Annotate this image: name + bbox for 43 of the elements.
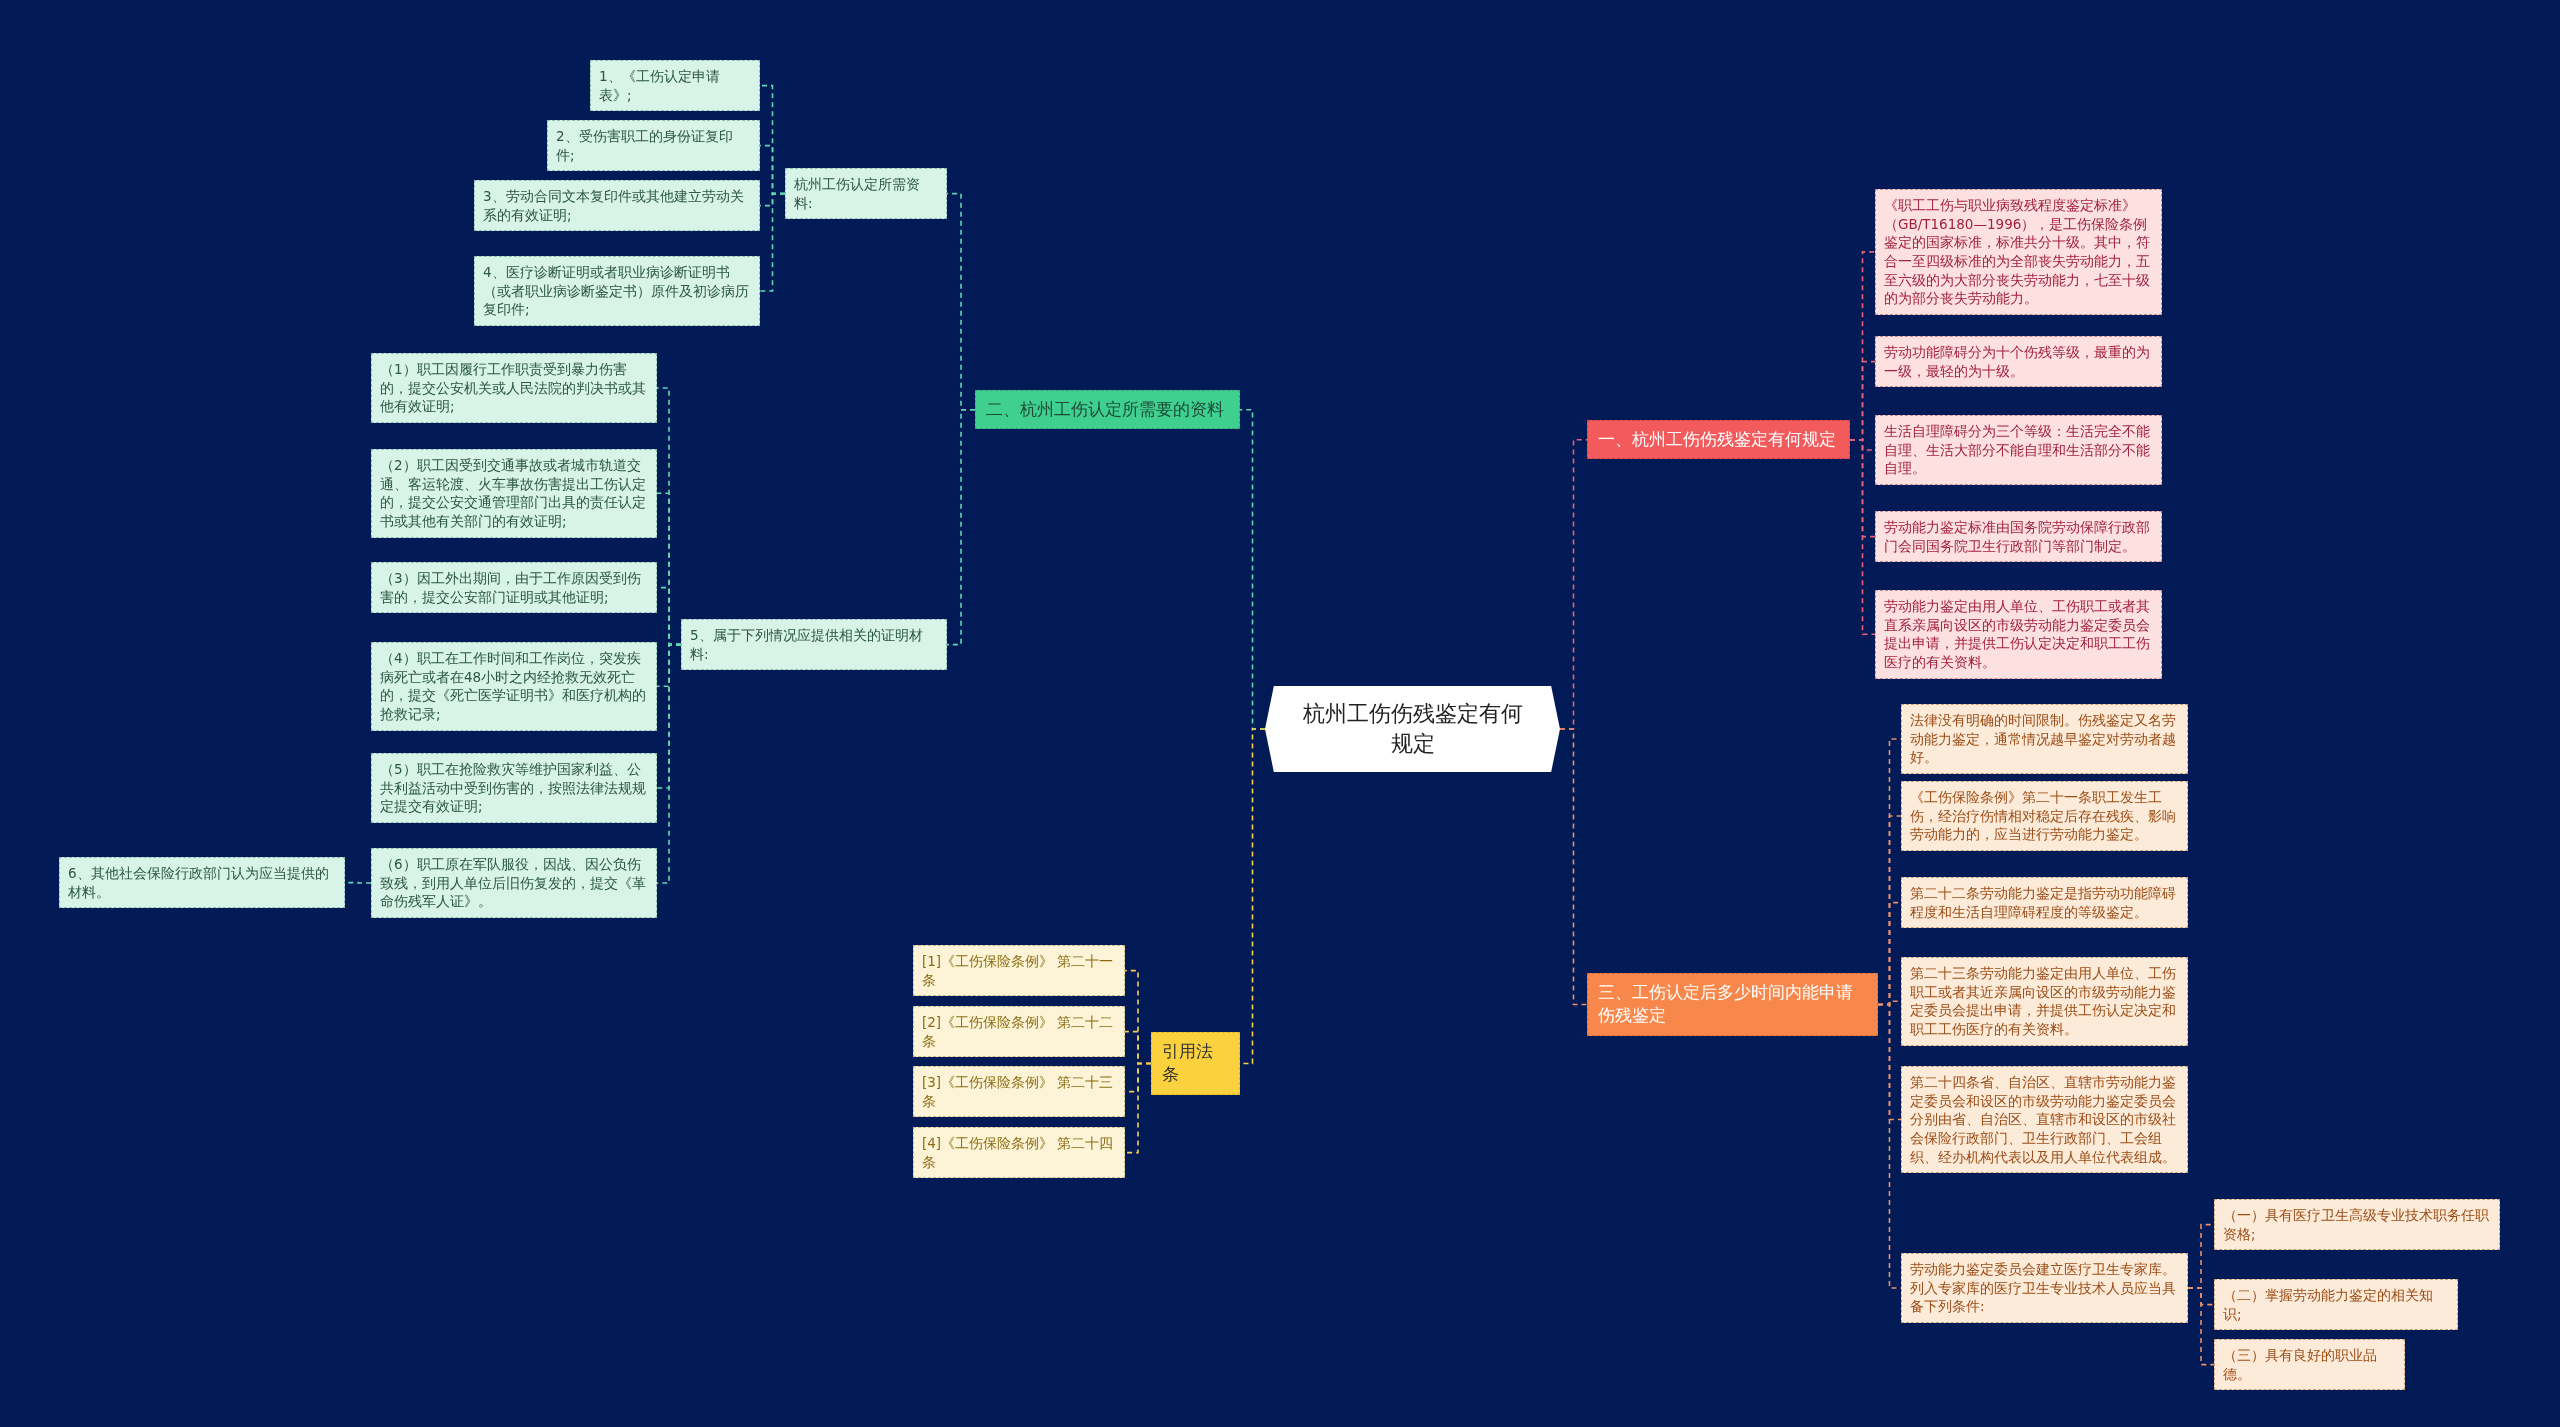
central-topic: 杭州工伤伤残鉴定有何规定 (1265, 686, 1560, 772)
item-box: （3）因工外出期间，由于工作原因受到伤害的，提交公安部门证明或其他证明; (371, 562, 657, 614)
branch-box: 引用法条 (1151, 1032, 1240, 1095)
item-box: 第二十三条劳动能力鉴定由用人单位、工伤职工或者其近亲属向设区的市级劳动能力鉴定委员会提出申请，并提供工伤认定决定和职工工伤医疗的有关资料。 (1901, 957, 2188, 1046)
item-box: 法律没有明确的时间限制。伤残鉴定又名劳动能力鉴定，通常情况越早鉴定对劳动者越好。 (1901, 704, 2188, 774)
item-box: 劳动能力鉴定委员会建立医疗卫生专家库。列入专家库的医疗卫生专业技术人员应当具备下列条件: (1901, 1253, 2188, 1323)
connector (759, 192, 786, 292)
item-box: 杭州工伤认定所需资料: (785, 168, 947, 220)
item-box: 劳动能力鉴定标准由国务院劳动保障行政部门会同国务院卫生行政部门等部门制定。 (1875, 511, 2162, 563)
connector (2187, 1287, 2215, 1366)
item-box: （一）具有医疗卫生高级专业技术职务任职资格; (2214, 1199, 2500, 1251)
item-box: （6）职工原在军队服役，因战、因公负伤致残，到用人单位后旧伤复发的，提交《革命伤残军人证》。 (371, 848, 657, 918)
item-box: 3、劳动合同文本复印件或其他建立劳动关系的有效证明; (474, 180, 760, 232)
branch-box: 二、杭州工伤认定所需要的资料 (975, 390, 1240, 430)
item-box: 6、其他社会保险行政部门认为应当提供的材料。 (59, 857, 345, 909)
item-box: （二）掌握劳动能力鉴定的相关知识; (2214, 1279, 2458, 1331)
connector (1849, 438, 1876, 636)
branch-box: 一、杭州工伤伤残鉴定有何规定 (1587, 420, 1850, 460)
item-box: 劳动能力鉴定由用人单位、工伤职工或者其直系亲属向设区的市级劳动能力鉴定委员会提出申请，并提供工伤认定决定和职工工伤医疗的有关资料。 (1875, 590, 2162, 679)
item-box: 4、医疗诊断证明或者职业病诊断证明书（或者职业病诊断鉴定书）原件及初诊病历复印件; (474, 256, 760, 326)
item-box: （2）职工因受到交通事故或者城市轨道交通、客运轮渡、火车事故伤害提出工伤认定的，提交公安交通管理部门出具的责任认定书或其他有关部门的有效证明; (371, 449, 657, 538)
connector (656, 643, 682, 884)
item-box: （4）职工在工作时间和工作岗位，突发疾病死亡或者在48小时之内经抢救无效死亡的，提交《死亡医学证明书》和医疗机构的抢救记录; (371, 642, 657, 731)
item-box: （5）职工在抢险救灾等维护国家利益、公共利益活动中受到伤害的，按照法律法规规定提交有效证明; (371, 753, 657, 823)
item-box: 1、《工伤认定申请表》; (590, 60, 760, 112)
branch-box: 三、工伤认定后多少时间内能申请伤残鉴定 (1587, 973, 1878, 1036)
item-box: 第二十二条劳动能力鉴定是指劳动功能障碍程度和生活自理障碍程度的等级鉴定。 (1901, 877, 2188, 929)
connector (946, 408, 976, 646)
item-box: 《职工工伤与职业病致残程度鉴定标准》（GB/T16180—1996），是工伤保险条例鉴定的国家标准，标准共分十级。其中，符合一至四级标准的为全部丧失劳动能力，五至六级的为大部分丧失劳动能力，七至十级的为部分丧失劳动能力。 (1875, 189, 2162, 315)
item-box: [1]《工伤保险条例》 第二十一条 (913, 945, 1125, 997)
item-box: （1）职工因履行工作职责受到暴力伤害的，提交公安机关或人民法院的判决书或其他有效证明; (371, 353, 657, 423)
item-box: 第二十四条省、自治区、直辖市劳动能力鉴定委员会和设区的市级劳动能力鉴定委员会分别由省、自治区、直辖市和设区的市级社会保险行政部门、卫生行政部门、工会组织、经办机构代表以及用人单位代表组成。 (1901, 1066, 2188, 1174)
item-box: 2、受伤害职工的身份证复印件; (547, 120, 760, 172)
item-box: 生活自理障碍分为三个等级：生活完全不能自理、生活大部分不能自理和生活部分不能自理。 (1875, 415, 2162, 485)
item-box: [4]《工伤保险条例》 第二十四条 (913, 1127, 1125, 1179)
item-box: （三）具有良好的职业品德。 (2214, 1339, 2405, 1391)
item-box: 《工伤保险条例》第二十一条职工发生工伤，经治疗伤情相对稳定后存在残疾、影响劳动能力的，应当进行劳动能力鉴定。 (1901, 781, 2188, 851)
connector (1124, 1062, 1152, 1154)
item-box: 5、属于下列情况应提供相关的证明材料: (681, 619, 947, 671)
item-box: 劳动功能障碍分为十个伤残等级，最重的为一级，最轻的为十级。 (1875, 336, 2162, 388)
connector (1559, 728, 1588, 1006)
item-box: [2]《工伤保险条例》 第二十二条 (913, 1006, 1125, 1058)
item-box: [3]《工伤保险条例》 第二十三条 (913, 1066, 1125, 1118)
